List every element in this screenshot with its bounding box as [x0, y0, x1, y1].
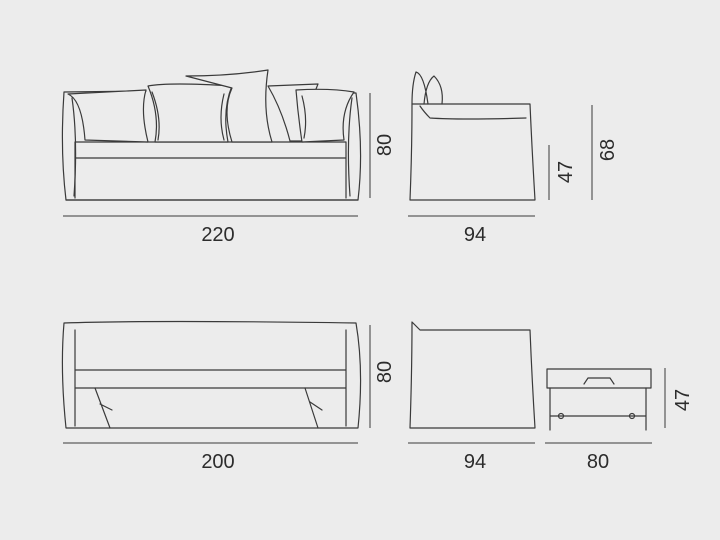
sofa-seat-height-label: 47 [555, 161, 577, 183]
bed-side-dimensions: 94 [408, 442, 535, 473]
sofa-side-view [409, 71, 536, 201]
pullout-bed-view [546, 368, 652, 431]
sofa-side-dimensions: 94 47 68 [408, 105, 619, 246]
pullout-width-label: 80 [587, 451, 609, 473]
bed-height-label: 80 [374, 361, 396, 383]
sofa-front-view [61, 69, 362, 201]
sofa-front-dimensions: 220 80 [63, 93, 396, 246]
bed-front-dimensions: 200 80 [63, 325, 396, 473]
bed-side-view [409, 321, 536, 429]
pullout-bed-dimensions: 80 47 [545, 368, 694, 473]
pullout-height-label: 47 [672, 389, 694, 411]
sofa-back-height-label: 68 [597, 139, 619, 161]
sofa-width-label: 220 [201, 224, 234, 246]
sofa-depth-label: 94 [464, 224, 486, 246]
bed-depth-label: 94 [464, 451, 486, 473]
sofa-height-label: 80 [374, 134, 396, 156]
bed-width-label: 200 [201, 451, 234, 473]
bed-front-view [61, 320, 362, 429]
